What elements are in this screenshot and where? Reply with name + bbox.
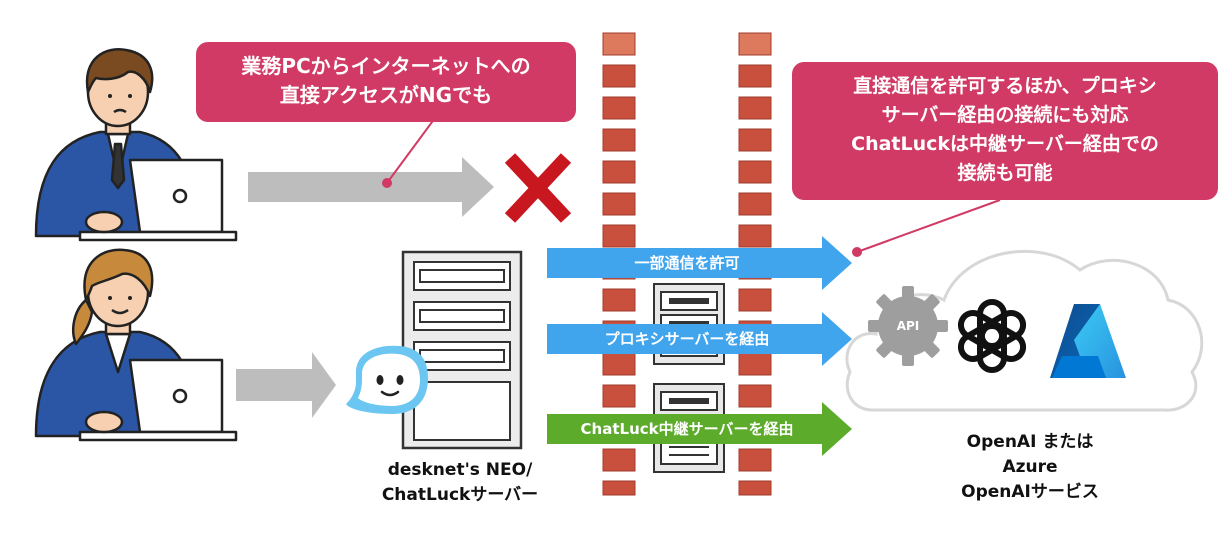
api-badge-label: API bbox=[896, 319, 920, 333]
user2-gray-arrow bbox=[236, 352, 336, 418]
callout-right-box bbox=[792, 62, 1218, 200]
arrow-relay-label: ChatLuck中継サーバーを経由 bbox=[580, 420, 794, 438]
server-caption: desknet's NEO/ ChatLuckサーバー bbox=[340, 458, 580, 508]
cloud-caption-line2: Azure bbox=[1002, 457, 1058, 477]
chatbot-mascot-icon bbox=[346, 345, 428, 414]
arrow-direct-label: 一部通信を許可 bbox=[634, 254, 740, 272]
callout-right-line4: 接続も可能 bbox=[957, 162, 1053, 184]
callout-left-text: 業務PCからインターネットへの 直接アクセスがNGでも bbox=[196, 52, 576, 110]
server-caption-line1: desknet's NEO/ bbox=[387, 460, 533, 480]
deny-x-icon bbox=[504, 153, 572, 223]
callout-left-box bbox=[196, 42, 576, 122]
callout-left-pointer bbox=[382, 117, 436, 188]
callout-left-line2: 直接アクセスがNGでも bbox=[279, 83, 493, 107]
openai-logo-icon bbox=[957, 299, 1027, 373]
male-user-at-laptop-icon bbox=[34, 48, 238, 242]
callout-right-pointer bbox=[852, 199, 1001, 257]
arrow-relay bbox=[547, 402, 852, 456]
cloud-caption: OpenAI または Azure OpenAIサービス bbox=[920, 430, 1140, 505]
chatluck-server-tower-icon bbox=[401, 250, 523, 450]
arrow-proxy-label: プロキシサーバーを経由 bbox=[604, 330, 770, 348]
cloud-caption-line1: OpenAI または bbox=[966, 432, 1094, 452]
server-caption-line2: ChatLuckサーバー bbox=[381, 485, 539, 505]
user1-gray-arrow bbox=[248, 157, 494, 217]
callout-right-line3: ChatLuckは中継サーバー経由での bbox=[851, 133, 1159, 155]
callout-right-text: 直接通信を許可するほか、プロキシ サーバー経由の接続にも対応 ChatLuckは… bbox=[792, 72, 1218, 188]
callout-right-line2: サーバー経由の接続にも対応 bbox=[881, 104, 1129, 126]
female-user-at-laptop-icon bbox=[34, 248, 238, 442]
arrow-direct-allow bbox=[547, 236, 852, 290]
callout-left-line1: 業務PCからインターネットへの bbox=[241, 54, 531, 78]
arrow-proxy bbox=[547, 312, 852, 366]
azure-logo-icon bbox=[1050, 304, 1126, 378]
api-gear-icon bbox=[868, 286, 948, 366]
callout-right-line1: 直接通信を許可するほか、プロキシ bbox=[853, 75, 1157, 97]
cloud-caption-line3: OpenAIサービス bbox=[961, 482, 1099, 502]
